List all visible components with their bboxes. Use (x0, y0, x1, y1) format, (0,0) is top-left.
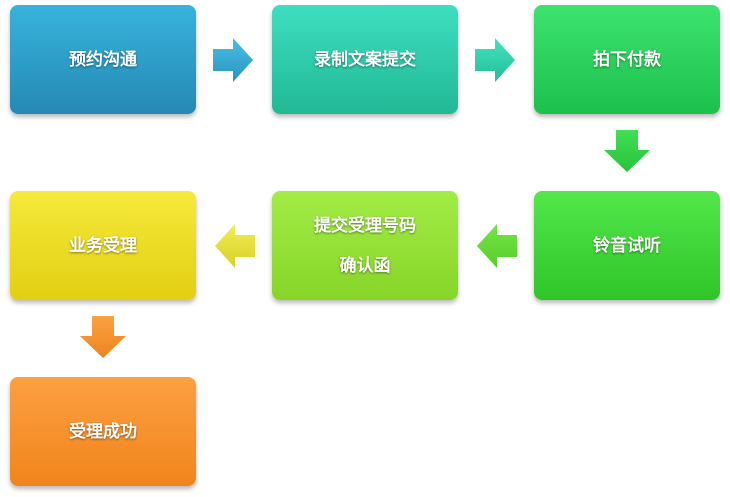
step-label: 预约沟通 (69, 49, 137, 70)
step-label: 业务受理 (69, 235, 137, 256)
step-business-acceptance: 业务受理 (10, 191, 196, 300)
arrow-left-icon (215, 224, 255, 268)
step-ringtone-preview: 铃音试听 (534, 191, 720, 300)
step-booking-communication: 预约沟通 (10, 5, 196, 114)
step-label: 录制文案提交 (314, 49, 416, 70)
step-record-script-submit: 录制文案提交 (272, 5, 458, 114)
step-acceptance-success: 受理成功 (10, 377, 196, 486)
step-label: 铃音试听 (593, 235, 661, 256)
arrow-right-icon (213, 38, 253, 82)
step-submit-acceptance-confirmation: 提交受理号码 确认函 (272, 191, 458, 300)
arrow-left-icon (477, 224, 517, 268)
step-place-order-payment: 拍下付款 (534, 5, 720, 114)
step-label-line-2: 确认函 (339, 255, 391, 276)
step-label: 拍下付款 (593, 49, 661, 70)
arrow-down-icon (80, 316, 126, 358)
step-label: 受理成功 (69, 421, 137, 442)
step-label-line-1: 提交受理号码 (314, 215, 416, 236)
arrow-right-icon (475, 38, 515, 82)
arrow-down-icon (604, 130, 650, 172)
